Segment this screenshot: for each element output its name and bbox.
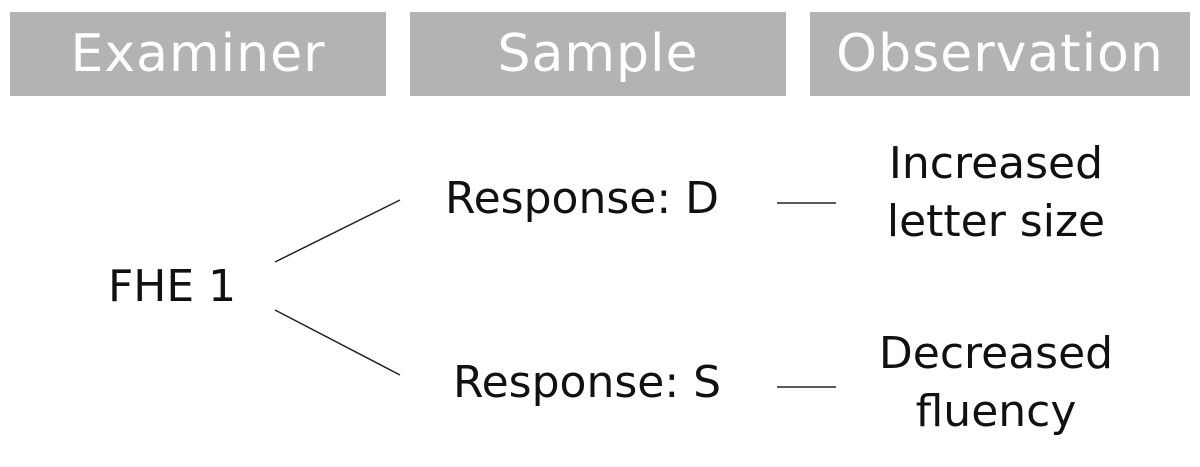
header-examiner: Examiner (10, 12, 386, 96)
examiner-node: FHE 1 (108, 261, 237, 312)
header-sample: Sample (410, 12, 786, 96)
header-observation: Observation (810, 12, 1190, 96)
observation-line: Increased (888, 138, 1104, 189)
response-d-node: Response: D (445, 173, 720, 224)
connector-examiner-to-response-d (274, 199, 401, 263)
observation-increased-letter-size: Increased letter size (846, 135, 1146, 251)
observation-line: fluency (915, 386, 1077, 437)
observation-line: Decreased (878, 328, 1114, 379)
connector-examiner-to-response-s (274, 309, 401, 376)
observation-decreased-fluency: Decreased fluency (846, 325, 1146, 441)
observation-line: letter size (886, 196, 1106, 247)
response-s-node: Response: S (453, 357, 722, 408)
